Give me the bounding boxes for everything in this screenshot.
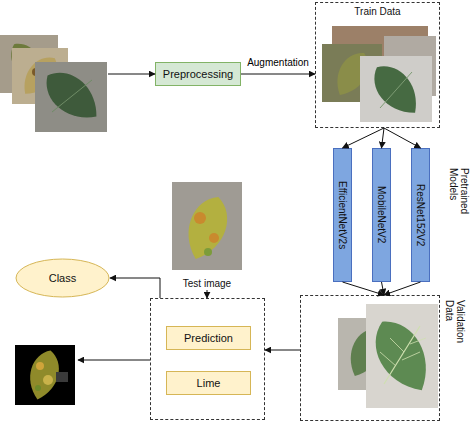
- model-box: MobileNetV2: [372, 148, 391, 282]
- lime-output-image: [15, 345, 75, 405]
- leaf-shape: [36, 62, 107, 130]
- edge-label: Augmentation: [247, 57, 309, 68]
- leaf-shape: [364, 57, 427, 123]
- flow-arrow: [343, 128, 385, 148]
- flow-arrow: [343, 282, 385, 295]
- leaf-vein: [380, 72, 412, 108]
- node-text: Preprocessing: [163, 68, 233, 81]
- node-text: MobileNetV2: [376, 186, 388, 243]
- class-ellipse: Class: [15, 258, 110, 298]
- node-text: Test image: [170, 278, 244, 290]
- flow-arrow: [265, 350, 300, 351]
- input-arrow: [108, 74, 155, 75]
- disease-spot: [194, 212, 206, 224]
- disease-spot: [209, 233, 219, 243]
- test-image-box: Test image: [170, 180, 244, 290]
- model-box: EfficientNetV2s: [333, 148, 352, 282]
- output-group: PredictionLime: [150, 298, 265, 420]
- node-text: EfficientNetV2s: [337, 181, 349, 249]
- leaf-vein: [52, 80, 92, 112]
- leaf-photo: [35, 62, 107, 132]
- node-text: Prediction: [184, 332, 233, 345]
- flow-arrow: [207, 290, 208, 298]
- superpixel-patch: [56, 372, 68, 382]
- leaf-vein: [380, 338, 426, 366]
- process-box: Preprocessing: [155, 62, 241, 86]
- highlight-spot: [43, 375, 53, 385]
- highlight-spot: [35, 385, 41, 391]
- process-box: Prediction: [166, 326, 251, 350]
- input-images: [0, 35, 108, 132]
- node-text: Lime: [197, 377, 221, 390]
- process-box: Lime: [166, 371, 251, 395]
- ellipse-shape: [16, 259, 109, 297]
- node-text: Class: [49, 272, 77, 285]
- leaf-photo: [366, 304, 438, 408]
- leaf-photo: [172, 182, 242, 270]
- flow-arrow: [241, 74, 315, 75]
- flow-arrow: [382, 282, 385, 295]
- dataset-group: Validation Data: [300, 295, 440, 421]
- leaf-vein: [384, 326, 420, 384]
- flow-arrow: [384, 282, 421, 295]
- lime-output-arrow: [78, 360, 150, 361]
- test-image-photo: [172, 182, 242, 270]
- flow-arrow: [382, 128, 385, 148]
- flow-arrow: [384, 128, 421, 148]
- group-label: Pretrained Models: [448, 168, 470, 226]
- node-text: ResNet152V2: [415, 184, 427, 246]
- model-box: ResNet152V2: [411, 148, 430, 282]
- dataset-group: Train Data: [315, 2, 440, 128]
- disease-spot: [204, 248, 212, 256]
- flow-arrow: [110, 278, 160, 298]
- validation-images: [338, 304, 441, 408]
- node-text: Train Data: [316, 6, 439, 18]
- node-text: Validation Data: [443, 300, 466, 362]
- lime-background: [15, 345, 75, 405]
- leaf-shape: [179, 191, 235, 265]
- leaf-shape: [363, 311, 440, 401]
- highlight-spot: [36, 362, 44, 370]
- train-images: [322, 26, 436, 123]
